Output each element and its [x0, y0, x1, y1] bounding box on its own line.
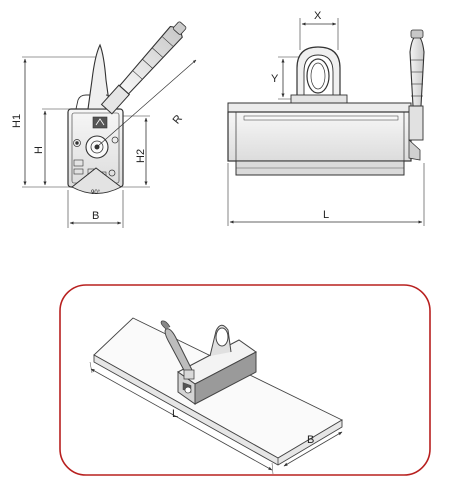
logo-plate	[92, 116, 108, 129]
side-view	[227, 18, 425, 226]
label-r: R	[171, 113, 185, 127]
label-h2: H2	[135, 149, 147, 163]
side-top-plate	[227, 102, 412, 113]
label-l-side: L	[323, 209, 329, 221]
lifting-eye-profile	[87, 43, 111, 110]
label-b-front: B	[92, 210, 99, 222]
l-dimension-line-iso	[90, 368, 273, 471]
label-h: H	[33, 146, 45, 154]
label-angle: 90°	[91, 190, 101, 196]
iso-view	[89, 317, 343, 475]
magnet-iso	[160, 320, 257, 405]
label-l-iso: L	[172, 408, 178, 420]
b-dimension-line-iso	[283, 431, 343, 467]
front-view	[22, 21, 197, 228]
r-dimension-line	[97, 59, 197, 147]
release-handle-side	[408, 29, 425, 161]
label-y: Y	[271, 73, 279, 85]
lifting-eye-side	[290, 46, 348, 104]
iso-frame	[59, 284, 431, 476]
label-h1: H1	[11, 114, 23, 128]
release-handle-front	[100, 21, 187, 115]
label-x: X	[314, 10, 322, 22]
label-b-iso: B	[307, 434, 314, 446]
